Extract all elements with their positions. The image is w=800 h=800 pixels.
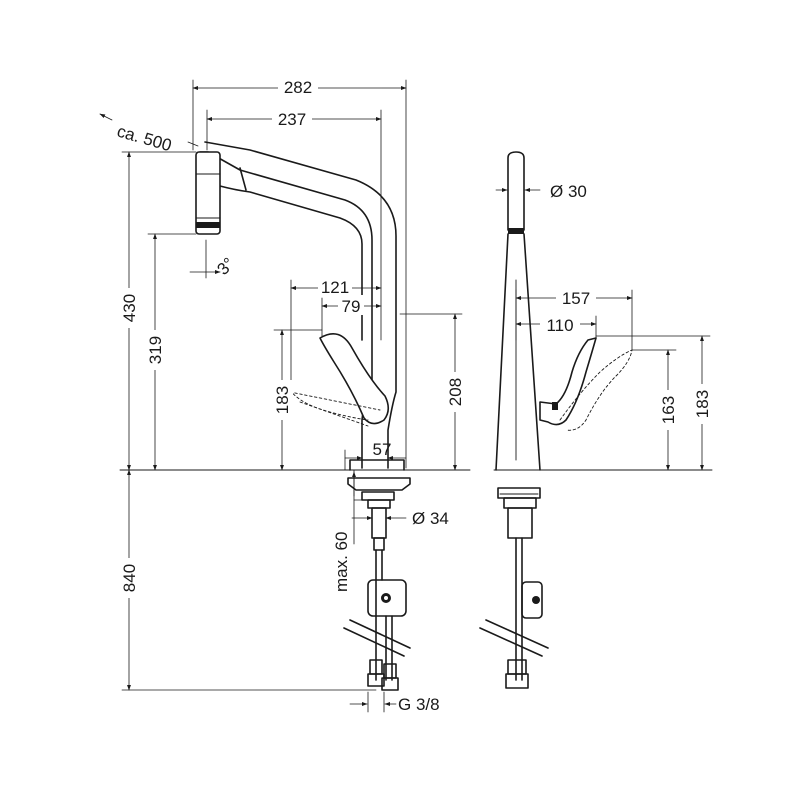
mount-shank [371,507,387,539]
dim-max-thickness: max. 60 [332,532,351,592]
dim-outlet-height: 319 [146,336,165,364]
front-view: 282 237 ca. 500 3° 430 319 121 [99,76,471,714]
side-mount-shank [507,507,533,539]
dim-side-height-a: 163 [659,396,678,424]
dim-side-height-b: 183 [693,390,712,418]
dim-lever-offset: 79 [342,297,361,316]
dim-overall-width: 282 [284,78,312,97]
side-mount-flange [497,487,541,499]
side-view: Ø 30 157 110 163 183 [479,151,713,689]
dim-swivel-angle: 3° [213,254,238,279]
dim-lever-reach: 121 [321,278,349,297]
side-body [495,233,541,471]
weight-block [367,579,407,617]
base-cap [349,459,405,471]
side-pullout-head [507,151,525,231]
dim-side-lever-reach: 157 [562,289,590,308]
mount-flange [347,477,411,491]
dim-head-diameter: Ø 30 [550,182,587,201]
pullout-head [195,151,221,235]
dim-hose-length: 840 [120,564,139,592]
dim-body-height: 208 [446,378,465,406]
dim-side-lever-offset: 110 [546,316,573,335]
lever-alt-position [289,389,381,421]
side-lever [539,337,597,426]
side-hose-end [507,659,527,675]
dim-total-height: 430 [120,294,139,322]
spout-body-right [204,141,397,469]
lever [319,332,390,425]
dim-lever-height: 183 [273,386,292,414]
dim-base-width: 57 [373,440,392,459]
mount-nut [361,491,395,501]
dim-spout-reach: 237 [278,110,306,129]
dim-connection: G 3/8 [398,695,440,714]
side-lever-alt-position [559,349,633,431]
dim-pullout: ca. 500 [115,122,174,156]
side-weight-block [521,581,543,619]
dim-mount-hole: Ø 34 [412,509,449,528]
